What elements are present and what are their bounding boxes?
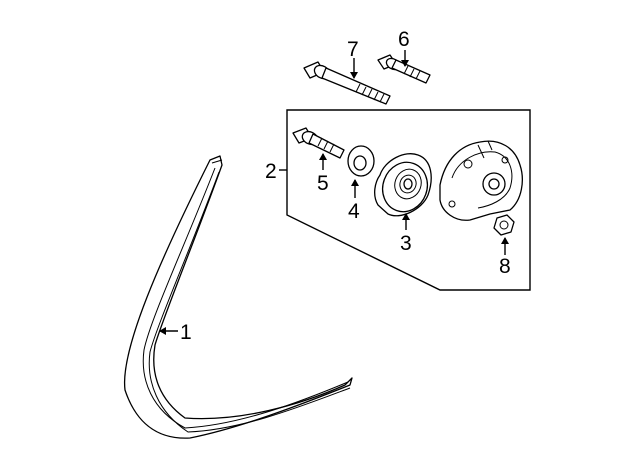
short-bolt <box>377 54 431 84</box>
callout-3: 3 <box>400 232 412 255</box>
callout-2: 2 <box>265 160 277 183</box>
callout-7: 7 <box>347 38 359 61</box>
dust-cap <box>347 145 375 177</box>
tensioner-assembly-box <box>286 109 531 291</box>
callout-6: 6 <box>398 28 410 51</box>
serpentine-belt <box>123 155 353 439</box>
callout-4: 4 <box>348 200 360 223</box>
long-bolt <box>303 61 391 105</box>
callout-5: 5 <box>317 172 329 195</box>
callout-8: 8 <box>499 255 511 278</box>
callout-1: 1 <box>180 321 192 344</box>
tensioner-bracket <box>439 140 523 221</box>
flange-nut <box>493 214 515 236</box>
pulley-bolt <box>292 127 345 159</box>
idler-pulley <box>374 153 432 217</box>
